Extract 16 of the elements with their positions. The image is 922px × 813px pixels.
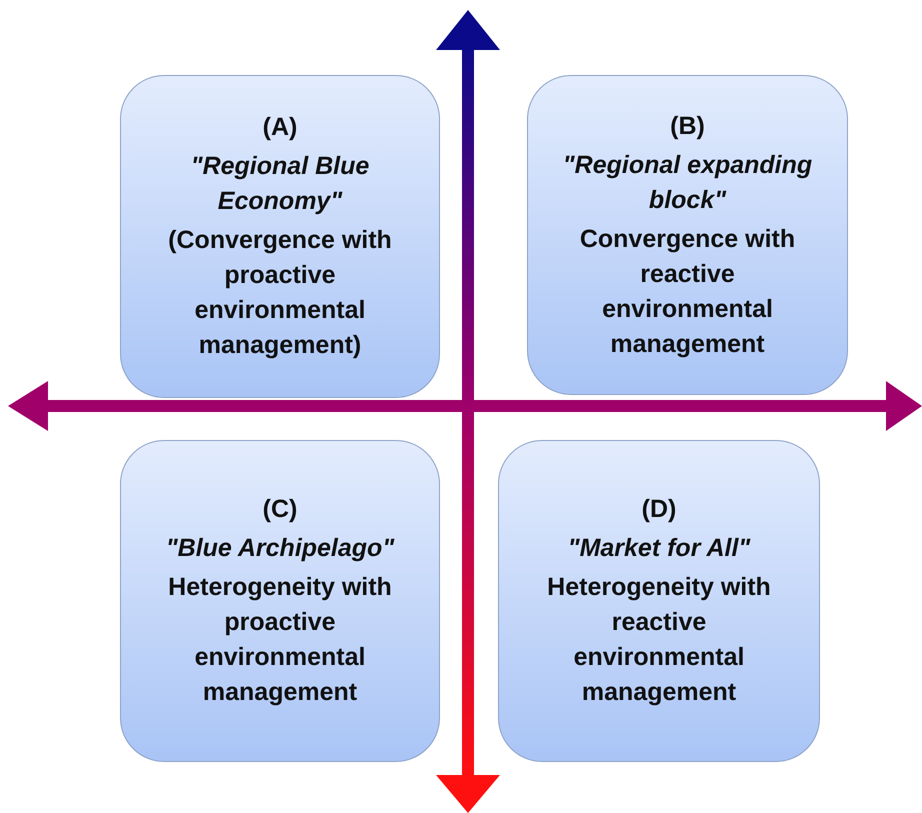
scenario-name: "Regional Blue Economy" [190, 151, 370, 217]
scenario-box [120, 440, 440, 762]
scenario-description: Heterogeneity with proactive environmental management [167, 572, 393, 708]
scenario-box [498, 440, 820, 762]
scenario-description: Convergence with reactive environmental management [578, 224, 796, 360]
scenario-name: "Market for All" [568, 533, 750, 564]
quadrant-label: (B) [670, 110, 705, 142]
scenario-name: "Blue Archipelago" [166, 533, 394, 564]
quadrant-label: (D) [642, 494, 676, 525]
scenario-description: Heterogeneity with reactive environmental management [546, 572, 772, 708]
scenario-box [120, 75, 440, 398]
scenario-description: (Convergence with proactive environmental management) [167, 225, 393, 361]
scenario-box [527, 75, 848, 395]
scenario-name: "Regional expanding block" [562, 150, 814, 216]
quadrant-label: (A) [262, 112, 298, 143]
quadrant-label: (C) [262, 494, 298, 525]
